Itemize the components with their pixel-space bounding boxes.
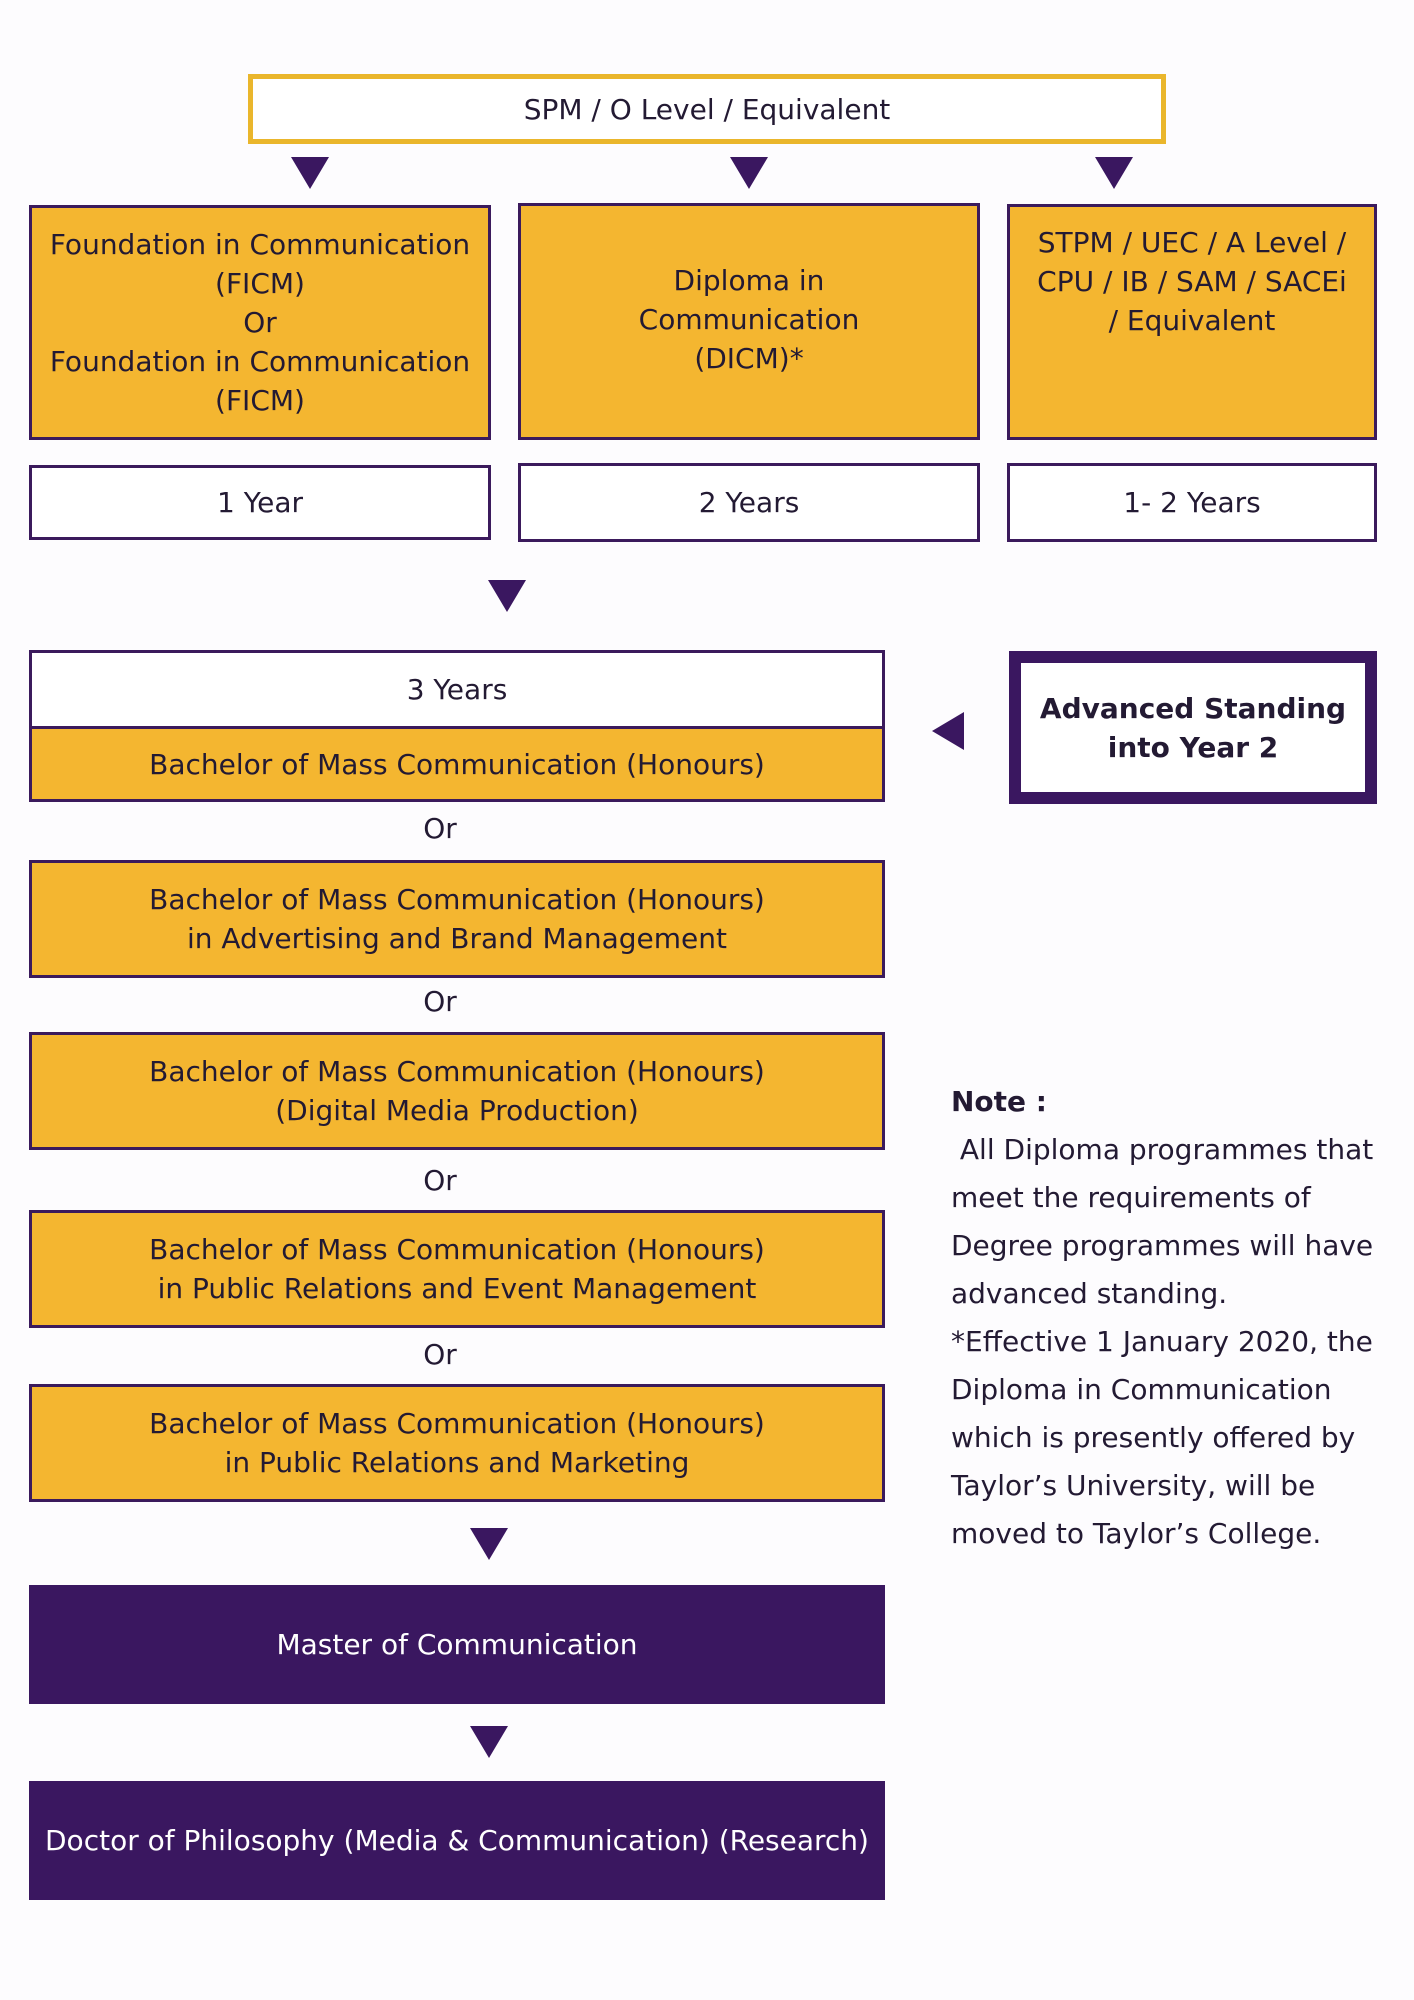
pathway-line: Foundation in Communication — [49, 345, 471, 378]
pathway-line: Or — [243, 306, 277, 339]
arrow-down-icon — [291, 157, 329, 189]
arrow-down-icon — [470, 1726, 508, 1758]
note-line: Diploma in Communication — [951, 1373, 1332, 1406]
note-line: All Diploma programmes that — [951, 1133, 1374, 1166]
degree-box: Bachelor of Mass Communication (Honours) — [29, 726, 885, 802]
degree-box: Bachelor of Mass Communication (Honours)… — [29, 860, 885, 978]
note-line: Degree programmes will have — [951, 1229, 1374, 1262]
degree-line: Bachelor of Mass Communication (Honours) — [149, 883, 765, 916]
duration-label: 1- 2 Years — [1123, 486, 1261, 519]
pathway-line: Foundation in Communication — [49, 228, 471, 261]
pathway-line: STPM / UEC / A Level / — [1037, 226, 1347, 259]
doctorate-box: Doctor of Philosophy (Media & Communicat… — [29, 1781, 885, 1900]
degree-line: (Digital Media Production) — [275, 1094, 639, 1127]
degree-box: Bachelor of Mass Communication (Honours)… — [29, 1032, 885, 1150]
note-line: moved to Taylor’s College. — [951, 1517, 1322, 1550]
degree-line: Bachelor of Mass Communication (Honours) — [149, 1055, 765, 1088]
degree-line: Bachelor of Mass Communication (Honours) — [149, 1407, 765, 1440]
pathway-line: Communication — [638, 303, 860, 336]
pathway-line: CPU / IB / SAM / SACEi — [1037, 265, 1347, 298]
note-line: which is presently offered by — [951, 1421, 1356, 1454]
duration-label: 2 Years — [698, 486, 800, 519]
pathway-line: Diploma in — [673, 264, 825, 297]
note-line: *Effective 1 January 2020, the — [951, 1325, 1373, 1358]
duration-preuniversity: 1- 2 Years — [1007, 463, 1377, 542]
degree-duration-label: 3 Years — [406, 673, 508, 706]
note-line: meet the requirements of — [951, 1181, 1311, 1214]
note-title: Note : — [951, 1085, 1047, 1118]
note-line: Taylor’s University, will be — [951, 1469, 1316, 1502]
degree-box: Bachelor of Mass Communication (Honours)… — [29, 1210, 885, 1328]
degree-duration: 3 Years — [29, 650, 885, 729]
entry-label: SPM / O Level / Equivalent — [523, 92, 891, 126]
degree-line: in Advertising and Brand Management — [186, 922, 728, 955]
arrow-left-icon — [932, 712, 964, 750]
pathway-line: (FICM) — [215, 267, 305, 300]
entry-box: SPM / O Level / Equivalent — [248, 74, 1166, 144]
degree-line: in Public Relations and Event Management — [157, 1272, 757, 1305]
pathway-line: (FICM) — [215, 384, 305, 417]
masters-box: Master of Communication — [29, 1585, 885, 1704]
advanced-standing-line: into Year 2 — [1107, 730, 1279, 764]
duration-label: 1 Year — [217, 486, 303, 519]
pathway-diploma: Diploma in Communication (DICM)* — [518, 203, 980, 440]
duration-diploma: 2 Years — [518, 463, 980, 542]
degree-line: Bachelor of Mass Communication (Honours) — [149, 747, 765, 781]
pathway-preuniversity: STPM / UEC / A Level / CPU / IB / SAM / … — [1007, 204, 1377, 440]
pathway-foundation: Foundation in Communication (FICM) Or Fo… — [29, 205, 491, 440]
note-line: advanced standing. — [951, 1277, 1228, 1310]
advanced-standing-line: Advanced Standing — [1039, 691, 1347, 725]
or-label: Or — [423, 985, 457, 1018]
or-label: Or — [423, 1338, 457, 1371]
advanced-standing-box: Advanced Standing into Year 2 — [1009, 651, 1377, 804]
arrow-down-icon — [1095, 157, 1133, 189]
or-label: Or — [423, 812, 457, 845]
masters-label: Master of Communication — [276, 1628, 638, 1661]
degree-line: Bachelor of Mass Communication (Honours) — [149, 1233, 765, 1266]
arrow-down-icon — [488, 580, 526, 612]
pathway-line: / Equivalent — [1108, 304, 1276, 337]
degree-line: in Public Relations and Marketing — [224, 1446, 690, 1479]
arrow-down-icon — [730, 157, 768, 189]
degree-box: Bachelor of Mass Communication (Honours)… — [29, 1384, 885, 1502]
doctorate-label: Doctor of Philosophy (Media & Communicat… — [45, 1824, 869, 1857]
or-label: Or — [423, 1164, 457, 1197]
arrow-down-icon — [470, 1528, 508, 1560]
note: Note : All Diploma programmes that meet … — [951, 1078, 1381, 1558]
duration-foundation: 1 Year — [29, 465, 491, 540]
pathway-line: (DICM)* — [694, 342, 804, 375]
